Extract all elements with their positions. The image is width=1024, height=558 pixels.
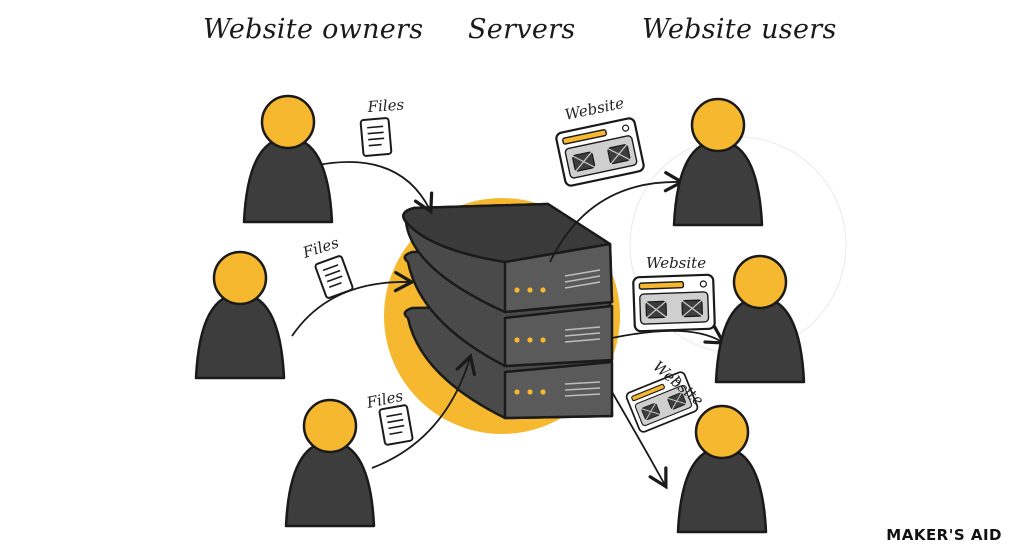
heading-website-users: Website users	[642, 14, 837, 45]
arrow-owner-top	[317, 161, 434, 215]
person-icon-user-top	[672, 97, 764, 227]
arrow-user-bottom	[611, 391, 668, 490]
document-icon-bottom	[378, 403, 414, 447]
server-stack-icon	[402, 202, 614, 420]
person-icon-owner-top	[242, 94, 334, 224]
browser-window-icon-mid	[631, 273, 717, 333]
website-label-top: Website	[563, 94, 626, 124]
heading-servers: Servers	[468, 14, 576, 45]
person-icon-owner-mid	[194, 250, 286, 380]
website-label-mid: Website	[646, 254, 706, 272]
person-icon-owner-bottom	[284, 398, 376, 528]
arrow-owner-bottom	[371, 353, 477, 469]
person-icon-user-bottom	[676, 404, 768, 534]
heading-website-owners: Website owners	[203, 14, 424, 45]
document-icon-mid	[313, 254, 355, 300]
brand-logo: MAKER'S AID	[886, 526, 1002, 544]
files-label-top: Files	[366, 95, 405, 116]
arrow-user-mid	[611, 325, 727, 345]
person-icon-user-mid	[714, 254, 806, 384]
browser-window-icon-top	[554, 116, 646, 188]
document-icon-top	[359, 116, 393, 158]
arrow-user-top	[549, 171, 686, 263]
